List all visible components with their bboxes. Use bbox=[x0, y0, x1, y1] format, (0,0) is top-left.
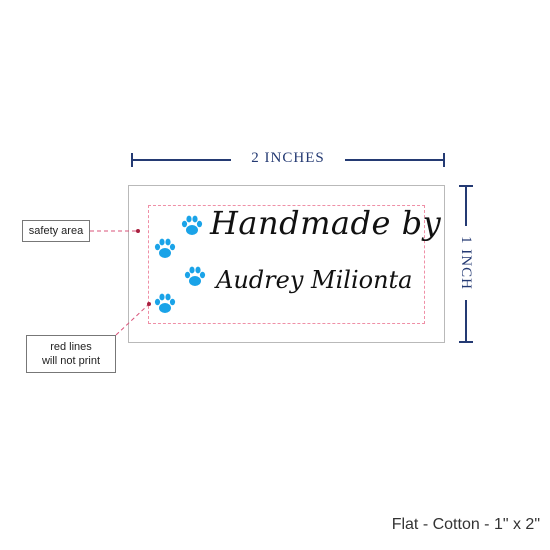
paw-print-icon bbox=[181, 215, 203, 235]
label-text-line-2: Audrey Milionta bbox=[216, 266, 413, 294]
paw-print-icon bbox=[184, 266, 206, 286]
paw-print-icon bbox=[154, 238, 176, 258]
height-dimension-cap-bottom bbox=[459, 341, 473, 343]
width-dimension: 2 INCHES bbox=[131, 150, 445, 167]
height-dimension: 1 INCH bbox=[456, 185, 476, 343]
label-text-line-1: Handmade by bbox=[210, 204, 442, 242]
red-lines-callout: red lines will not print bbox=[26, 335, 116, 373]
red-lines-callout-line1: red lines bbox=[50, 341, 92, 353]
width-dimension-label: 2 INCHES bbox=[231, 150, 345, 167]
safety-area-outline bbox=[148, 205, 425, 324]
width-dimension-cap-right bbox=[443, 153, 445, 167]
safety-area-callout: safety area bbox=[22, 220, 90, 242]
paw-print-icon bbox=[154, 293, 176, 313]
safety-area-callout-text: safety area bbox=[28, 225, 84, 237]
red-lines-leader bbox=[115, 304, 149, 336]
label-preview bbox=[128, 185, 445, 343]
product-caption: Flat - Cotton - 1" x 2" bbox=[391, 516, 540, 533]
red-lines-leader-dot bbox=[147, 302, 151, 306]
safety-area-leader-dot bbox=[136, 229, 140, 233]
red-lines-callout-line2: will not print bbox=[41, 355, 101, 367]
